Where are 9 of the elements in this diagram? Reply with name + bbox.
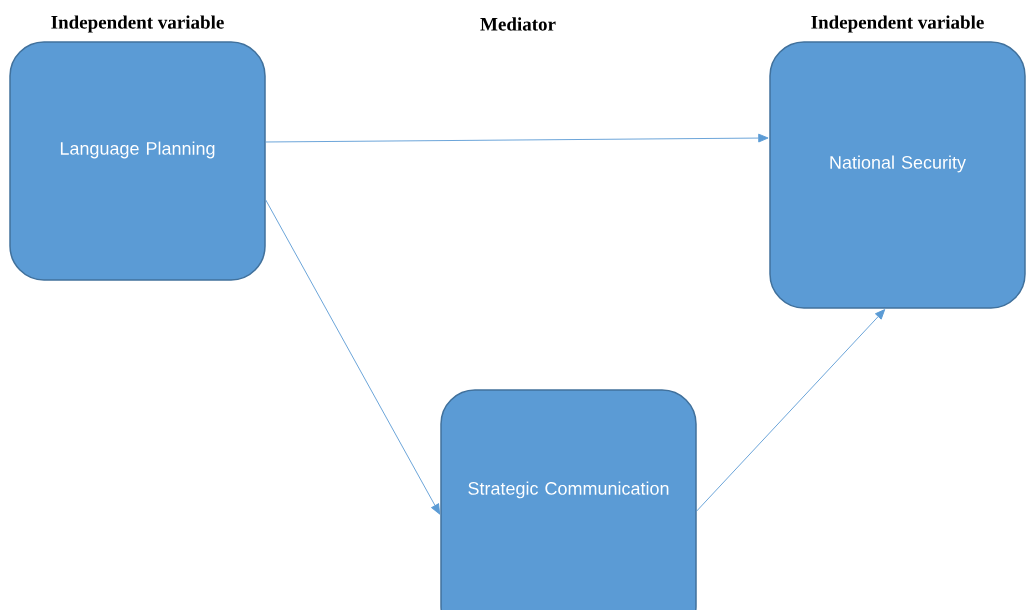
- heading: Mediator: [480, 17, 556, 31]
- heading: Independent variable: [51, 15, 224, 33]
- arrow: [265, 133, 769, 143]
- process-box: National Security: [769, 41, 1026, 309]
- heading: Independent variable: [811, 15, 984, 33]
- arrow: [696, 309, 886, 512]
- process-box: Language Planning: [9, 41, 266, 281]
- process-box: Strategic Communication: [440, 389, 697, 610]
- arrow: [265, 199, 441, 515]
